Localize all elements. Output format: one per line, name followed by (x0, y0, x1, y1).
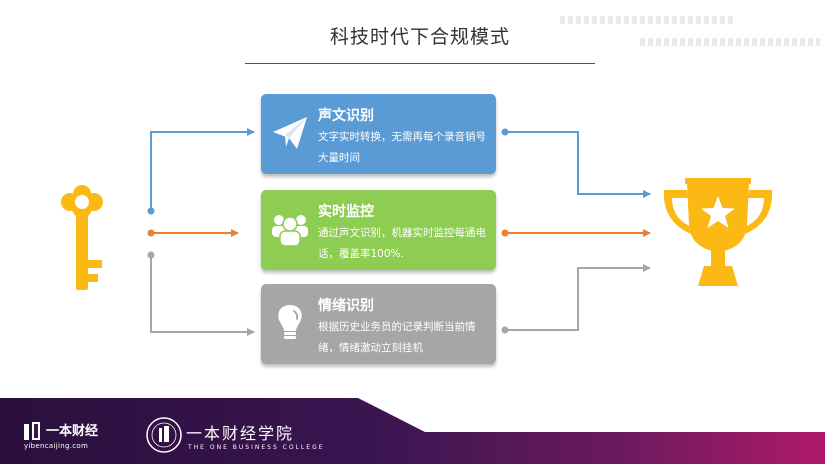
connector-right-blue (501, 128, 651, 198)
connector-right-gray (501, 264, 651, 334)
decorative-stripe-top (560, 16, 735, 24)
card-title: 情绪识别 (318, 298, 374, 314)
card-description: 通过声文识别，机器实时监控每通电话，覆盖率100%. (318, 227, 486, 260)
people-group-icon (272, 215, 308, 247)
connector-right-orange (501, 229, 651, 237)
card-title: 声文识别 (318, 108, 374, 124)
trophy-icon (663, 178, 773, 286)
connector-left-gray (147, 251, 255, 336)
card-voice-text-recognition: 声文识别 文字实时转换，无需再每个录音销号大量时间 (261, 94, 496, 174)
brand2-subtitle: THE ONE BUSINESS COLLEGE (188, 444, 325, 451)
card-emotion-recognition: 情绪识别 根据历史业务员的记录判断当前情绪，情绪激动立刻挂机 (261, 284, 496, 364)
card-realtime-monitoring: 实时监控 通过声文识别，机器实时监控每通电话，覆盖率100%. (261, 190, 496, 270)
lightbulb-icon (278, 305, 302, 339)
brand-mark-icon (24, 422, 40, 440)
footer-background (0, 398, 825, 464)
brand1-url: yibencaijing.com (24, 442, 89, 450)
page-title: 科技时代下合规模式 (329, 26, 510, 48)
key-icon (61, 185, 103, 290)
paper-plane-icon (273, 117, 307, 149)
college-seal-icon (146, 417, 182, 453)
card-description: 文字实时转换，无需再每个录音销号大量时间 (318, 131, 486, 164)
brand2-name: 一本财经学院 (186, 424, 295, 443)
title-underline (245, 63, 595, 64)
decorative-stripe-bottom (640, 38, 820, 46)
brand1-name: 一本财经 (46, 424, 99, 439)
connector-left-blue (147, 128, 255, 215)
connector-left-orange (147, 229, 239, 237)
card-title: 实时监控 (318, 204, 374, 220)
card-description: 根据历史业务员的记录判断当前情绪，情绪激动立刻挂机 (318, 321, 476, 354)
brand-logo-yibencaijing: 一本财经 yibencaijing.com (22, 416, 132, 456)
footer-bar: 一本财经 yibencaijing.com 一本财经学院 THE ONE BUS… (0, 398, 825, 464)
